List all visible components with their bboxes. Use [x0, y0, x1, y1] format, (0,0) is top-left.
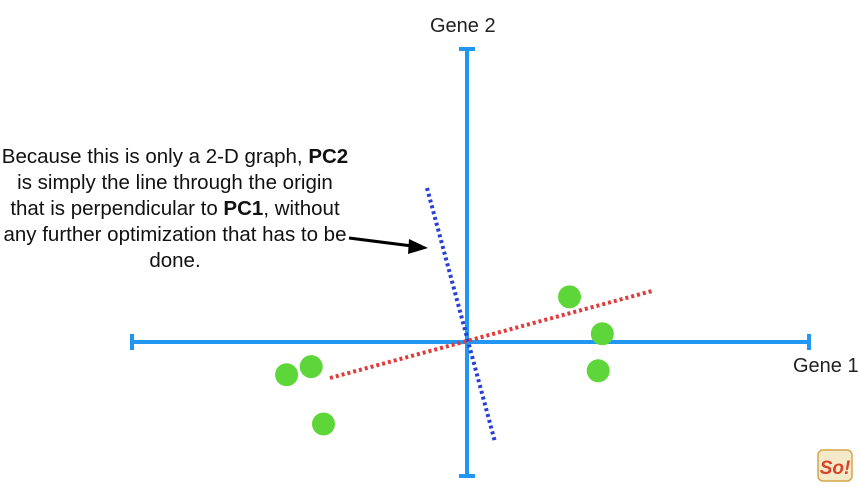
axes — [130, 47, 811, 478]
logo-badge — [817, 449, 853, 482]
component-lines — [329, 187, 653, 443]
annotation-pc1-bold: PC1 — [223, 197, 264, 220]
data-point — [590, 322, 614, 346]
data-point — [558, 285, 581, 309]
y-axis-label: Gene 2 — [430, 15, 496, 37]
x-axis-label: Gene 1 — [793, 355, 859, 377]
arrow-head-icon — [408, 239, 428, 254]
annotation-part-1: Because this is only a 2-D graph, — [1, 145, 309, 168]
data-point — [299, 355, 323, 379]
data-point — [586, 359, 610, 383]
pc1-line — [329, 289, 653, 380]
data-point — [275, 363, 299, 387]
annotation-pc2-bold: PC2 — [308, 145, 349, 168]
statquest-logo-icon: So! — [817, 449, 853, 482]
logo-text: So! — [820, 458, 851, 479]
data-points — [275, 285, 614, 436]
annotation-text: Because this is only a 2-D graph, PC2 is… — [0, 144, 350, 274]
annotation-arrow — [348, 236, 428, 254]
arrow-shaft — [348, 236, 413, 248]
annotation-part-3: , without any further optimization that … — [3, 197, 347, 272]
annotation-part-2: is simply the line through the origin th… — [10, 171, 333, 220]
data-point — [312, 412, 335, 436]
pc2-line — [425, 187, 497, 443]
